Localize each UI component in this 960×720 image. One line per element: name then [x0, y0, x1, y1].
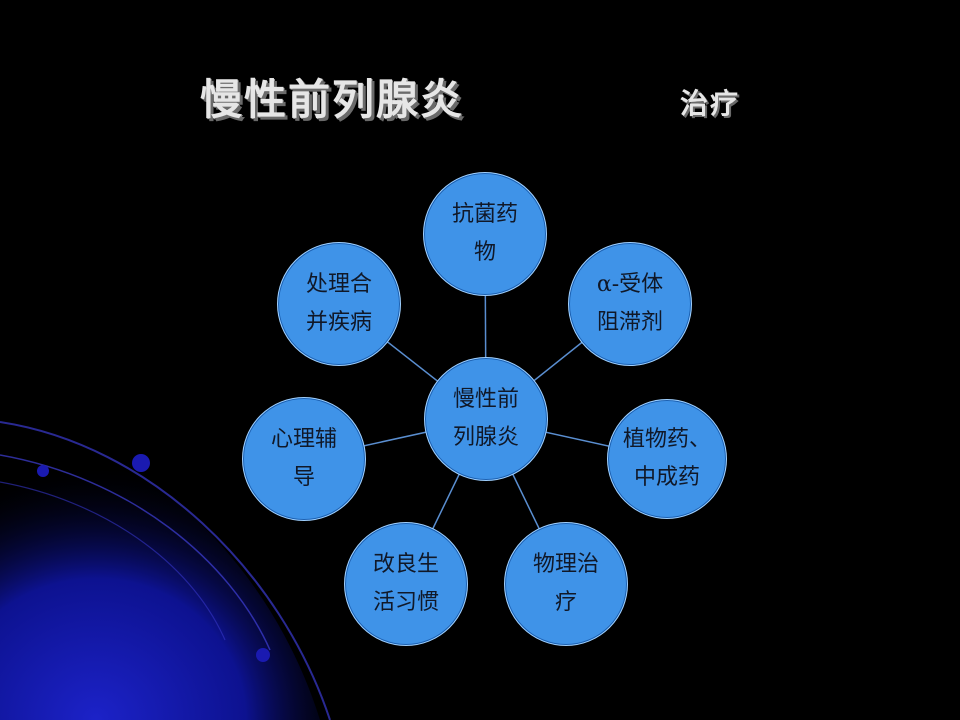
arc-line [0, 454, 271, 651]
node-label: 物理治疗 [505, 546, 627, 622]
node-label-line: 并疾病 [305, 310, 372, 335]
node-label: 心理辅导 [243, 421, 365, 497]
node-label-line: 心理辅 [270, 427, 337, 452]
node-label-line: 物 [473, 240, 496, 265]
blue-swoosh [0, 418, 320, 720]
node-label-line: 抗菌药 [451, 202, 518, 227]
decor-dot [256, 648, 270, 662]
node-label-line: 物理治 [532, 552, 599, 577]
node-label: 抗菌药物 [424, 196, 546, 272]
node-label-line: 中成药 [633, 465, 700, 490]
node-comorbidity: 处理合并疾病 [277, 242, 401, 366]
decor-dot [37, 465, 49, 477]
node-physiotherapy: 物理治疗 [504, 522, 628, 646]
node-alpha-blocker: α-受体阻滞剂 [568, 242, 692, 366]
node-label: α-受体阻滞剂 [569, 266, 691, 342]
node-label-line: 改良生 [372, 552, 439, 577]
node-label-line: 植物药、 [622, 427, 711, 452]
node-psychological: 心理辅导 [242, 397, 366, 521]
node-antibiotics: 抗菌药物 [423, 172, 547, 296]
arc-line [0, 421, 331, 720]
center-node-line: 慢性前 [452, 387, 519, 412]
node-herbal-medicine: 植物药、中成药 [607, 399, 727, 519]
node-label: 植物药、中成药 [608, 421, 726, 497]
node-label-line: 导 [292, 465, 315, 490]
node-label-line: α-受体 [596, 272, 664, 297]
center-node-label: 慢性前 列腺炎 [425, 381, 547, 457]
node-label: 改良生活习惯 [345, 546, 467, 622]
node-lifestyle: 改良生活习惯 [344, 522, 468, 646]
node-label: 处理合并疾病 [278, 266, 400, 342]
node-label-line: 阻滞剂 [596, 310, 663, 335]
center-node: 慢性前 列腺炎 [424, 357, 548, 481]
node-label-line: 活习惯 [372, 590, 439, 615]
decor-dot [132, 454, 150, 472]
slide-subtitle: 治疗 [680, 87, 741, 120]
arc-line [0, 481, 226, 641]
center-node-line: 列腺炎 [452, 425, 519, 450]
node-label-line: 疗 [554, 590, 577, 615]
node-label-line: 处理合 [305, 272, 372, 297]
slide-title: 慢性前列腺炎 [200, 75, 465, 124]
